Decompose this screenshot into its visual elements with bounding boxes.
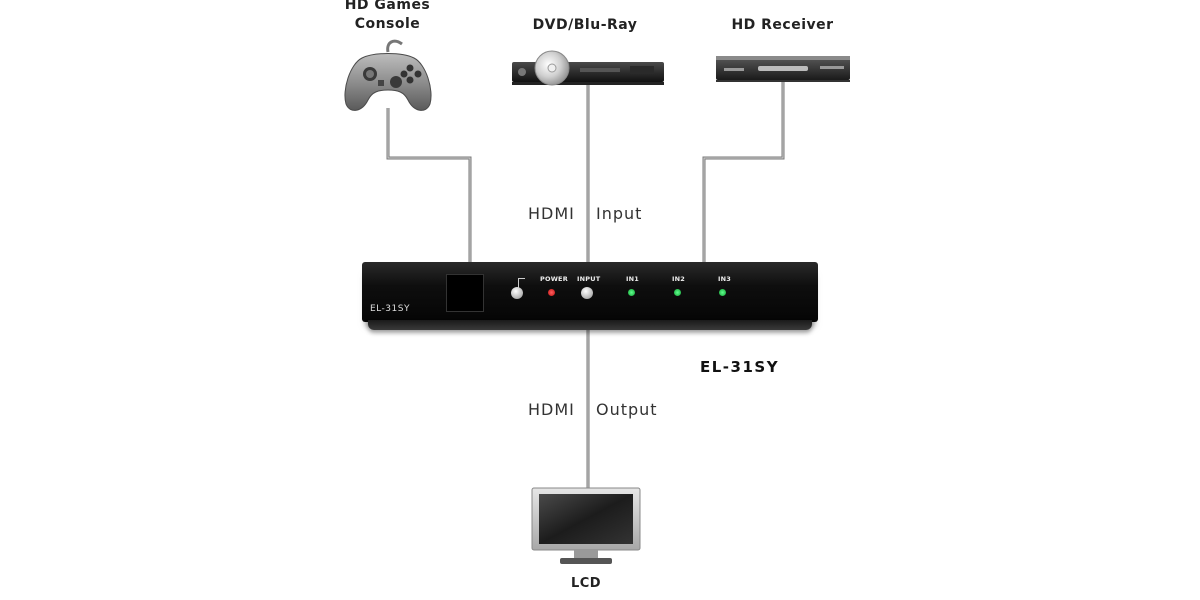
in2-led xyxy=(674,289,681,296)
device-model-label: EL-31SY xyxy=(700,358,780,376)
lcd-monitor-icon xyxy=(531,487,641,564)
receiver-icon xyxy=(716,56,850,82)
label-hd-receiver: HD Receiver xyxy=(731,17,834,33)
label-dvd-bluray: DVD/Blu-Ray xyxy=(532,17,638,33)
hdmi-switcher-device: EL-31SY POWER INPUT IN1 IN2 IN3 xyxy=(362,262,818,322)
label-hd-games-console: HD Games Console xyxy=(344,0,431,32)
dvd-player-icon xyxy=(512,50,664,86)
in2-label: IN2 xyxy=(672,275,685,283)
hdmi-output-label-left: HDMI xyxy=(528,400,575,419)
input-button[interactable] xyxy=(581,287,593,299)
in1-led xyxy=(628,289,635,296)
wire-console xyxy=(386,108,472,262)
in3-label: IN3 xyxy=(718,275,731,283)
wire-receiver xyxy=(702,82,785,262)
hdmi-input-label-left: HDMI xyxy=(528,204,575,223)
power-bracket-line xyxy=(518,278,525,289)
label-lcd: LCD xyxy=(570,576,602,591)
hdmi-output-label-right: Output xyxy=(596,400,658,419)
gamepad-icon xyxy=(344,39,432,111)
power-button[interactable] xyxy=(511,287,523,299)
hdmi-input-label-right: Input xyxy=(596,204,643,223)
power-label: POWER xyxy=(540,275,568,283)
switcher-base xyxy=(368,320,812,330)
input-label: INPUT xyxy=(577,275,601,283)
power-led xyxy=(548,289,555,296)
in1-label: IN1 xyxy=(626,275,639,283)
ir-sensor-window xyxy=(446,274,484,312)
front-model-label: EL-31SY xyxy=(370,304,410,314)
in3-led xyxy=(719,289,726,296)
